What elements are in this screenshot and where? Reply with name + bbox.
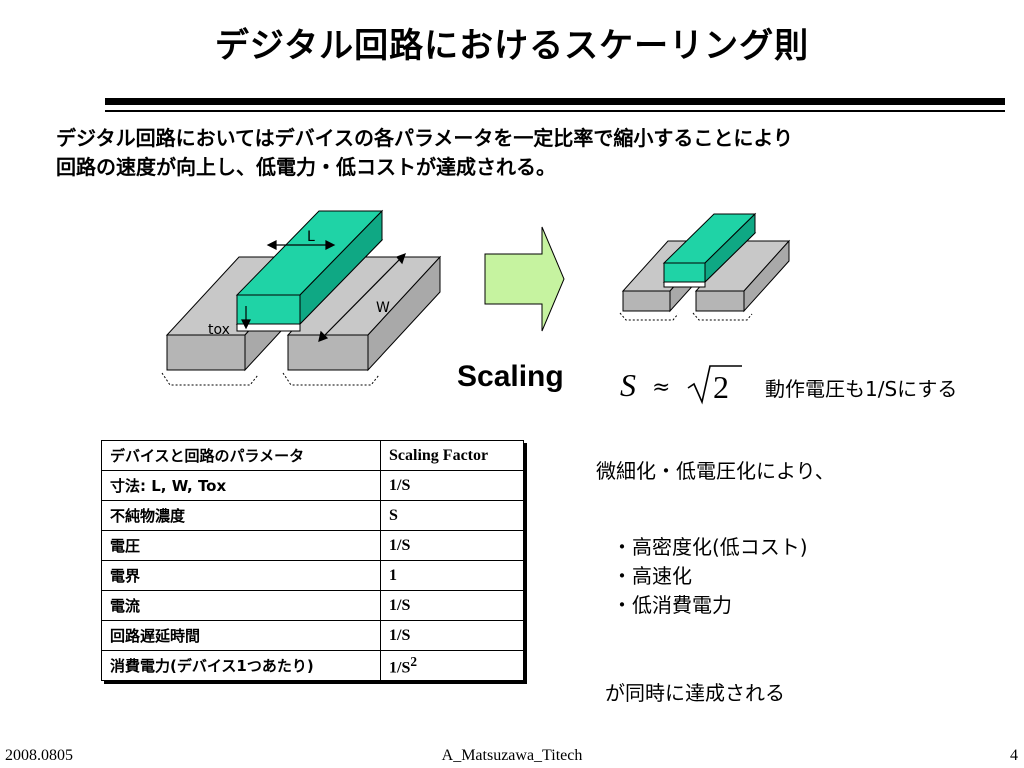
row-factor: 1/S2 [380, 650, 524, 681]
row-param: 電流 [101, 590, 381, 621]
table-row: 消費電力(デバイス1つあたり) 1/S2 [101, 650, 524, 681]
formula-symbol: S [620, 367, 636, 403]
radical-sign [687, 365, 742, 405]
row-param: 寸法: L, W, Tox [101, 470, 381, 501]
factor-exponent: 2 [410, 653, 418, 669]
formula-note: 動作電圧も1/Sにする [765, 377, 958, 401]
transistor-diagram-small [619, 212, 791, 321]
footer-date: 2008.0805 [5, 747, 73, 764]
table-row: 回路遅延時間 1/S [101, 620, 524, 651]
table-row: 不純物濃度 S [101, 500, 524, 531]
table-row: 電界 1 [101, 560, 524, 591]
row-param: 消費電力(デバイス1つあたり) [101, 650, 381, 681]
row-factor: 1/S [380, 530, 524, 561]
factor-base: 1/S [389, 659, 411, 677]
row-factor: 1/S [380, 620, 524, 651]
intro-line-1: デジタル回路においてはデバイスの各パラメータを一定比率で縮小することにより [56, 126, 793, 150]
row-param: 電圧 [101, 530, 381, 561]
header-factor: Scaling Factor [380, 440, 524, 471]
formula-approx: ≈ [652, 375, 670, 400]
row-factor: S [380, 500, 524, 531]
scaling-formula: S ≈ 2 [620, 365, 742, 405]
table-row: 電流 1/S [101, 590, 524, 621]
intro-text: デジタル回路においてはデバイスの各パラメータを一定比率で縮小することにより 回路… [56, 124, 793, 182]
row-param: 不純物濃度 [101, 500, 381, 531]
label-L: L [307, 229, 315, 245]
table-header: デバイスと回路のパラメータ Scaling Factor [101, 440, 524, 471]
transistor-diagram-large: L W tox [161, 209, 442, 386]
row-param: 電界 [101, 560, 381, 591]
intro-line-2: 回路の速度が向上し、低電力・低コストが達成される。 [56, 155, 556, 179]
list-item: ・高密度化(低コスト) [612, 535, 808, 559]
benefit-list: ・高密度化(低コスト) ・高速化 ・低消費電力 [612, 533, 808, 620]
label-W: W [376, 300, 390, 316]
row-factor: 1 [380, 560, 524, 591]
list-item: ・低消費電力 [612, 593, 732, 617]
header-param: デバイスと回路のパラメータ [101, 440, 381, 471]
scaling-table: デバイスと回路のパラメータ Scaling Factor 寸法: L, W, T… [101, 440, 524, 681]
row-factor: 1/S [380, 590, 524, 621]
table-row: 電圧 1/S [101, 530, 524, 561]
formula-radicand: 2 [713, 369, 729, 405]
title-rule-thin [105, 110, 1005, 112]
result-conclusion: が同時に達成される [605, 681, 785, 705]
result-intro: 微細化・低電圧化により、 [596, 459, 835, 483]
scaling-arrow [484, 226, 565, 332]
table-row: 寸法: L, W, Tox 1/S [101, 470, 524, 501]
footer-author: A_Matsuzawa_Titech [441, 747, 583, 764]
page-number: 4 [1010, 747, 1018, 764]
scaling-label: Scaling [457, 360, 564, 393]
slide-title: デジタル回路におけるスケーリング則 [214, 26, 810, 66]
row-param: 回路遅延時間 [101, 620, 381, 651]
list-item: ・高速化 [612, 564, 692, 588]
label-tox: tox [208, 322, 230, 338]
row-factor: 1/S [380, 470, 524, 501]
title-rule-thick [105, 98, 1005, 105]
